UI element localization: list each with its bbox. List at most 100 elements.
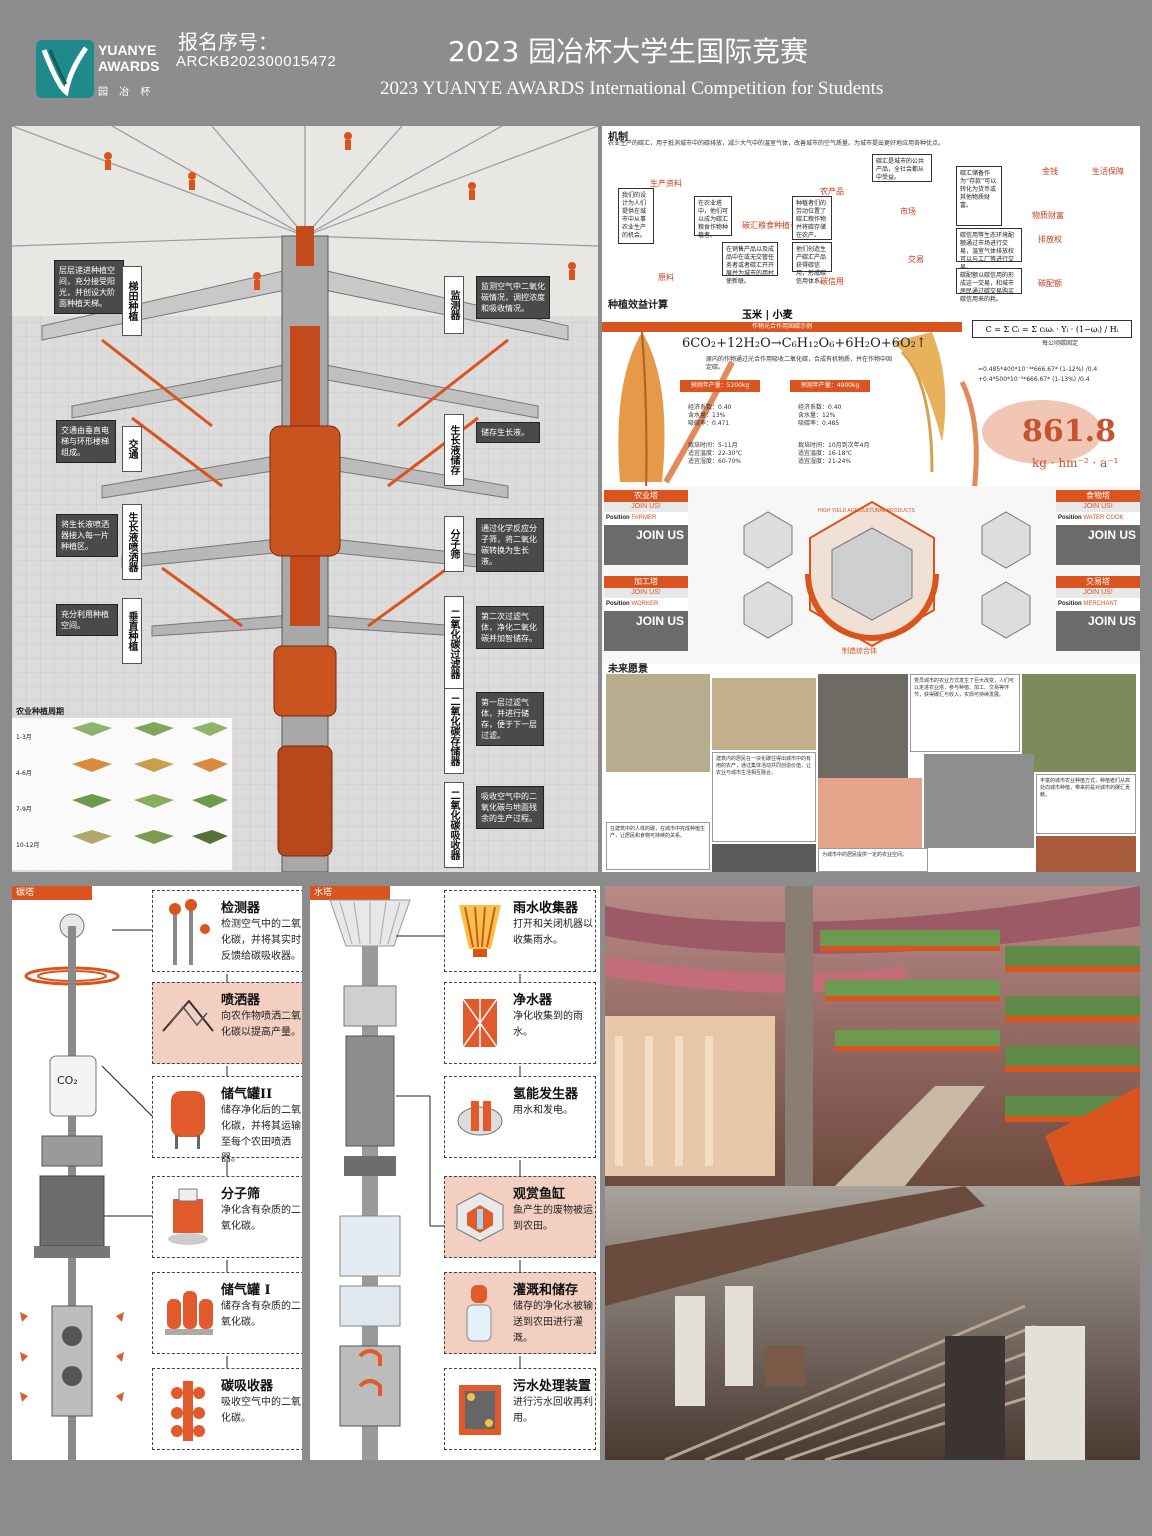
header-bar — [0, 0, 1152, 122]
mechanism-intro: 农业生产的碳汇，用于抵消城市中的碳排放，减少大气中的温室气体，改善城市的空气质量… — [608, 140, 945, 147]
component-absorber[interactable]: 碳吸收器 吸收空气中的二氧化碳。 — [152, 1368, 302, 1450]
co2-tank-label: CO₂ — [57, 1074, 78, 1087]
monitor-desc: 监测空气中二氧化碳情况，调控浓度和吸收情况。 — [476, 276, 550, 319]
season-grid: 1-3月 4-6月 7-9月 10-12月 — [12, 718, 232, 870]
flow-box-5: 碳汇储备作为“存款”可以转化为货币或其他物质财富。 — [956, 166, 1002, 226]
logo-cn: 园 冶 杯 — [98, 87, 155, 98]
yuanye-logo-icon — [36, 40, 94, 98]
flow-box-9: 碳配额以碳信用的形成这一交易，和城市居民通过碳交易购买碳信用来的耗。 — [956, 268, 1022, 303]
logo-text: YUANYE AWARDS — [98, 42, 160, 74]
future-title: 未来愿景 — [608, 664, 648, 675]
vertical-label: 垂直种植 — [122, 598, 142, 664]
flow-box-7: 他们创造生产碳汇产品获得碳信用，形成碳信用体系。 — [792, 242, 832, 285]
terrace-label: 梯田种植 — [122, 266, 142, 336]
flow-box-3: 种植者们的劳动位置了碳汇粮作物并将碳存储在农产。 — [792, 196, 832, 240]
photo-field — [712, 678, 816, 750]
co2-storage-label: 二氧化碳存储器 — [444, 688, 464, 774]
component-tank-2[interactable]: 储气罐II 储存净化后的二氧化碳，并将其运输至每个农田喷洒器。 — [152, 1076, 302, 1164]
co2-filter-label: 二氧化碳过滤器 — [444, 596, 464, 692]
co2-absorber-desc: 吸收空气中的二氧化碳与地面残余的生产过程。 — [476, 786, 544, 829]
sieve-label: 分子筛 — [444, 516, 464, 572]
ring-label: HIGH YIELD AGRICULTURAL PRODUCTS — [818, 508, 915, 514]
carbon-tower-illustration — [20, 913, 124, 1460]
sprayer-desc: 将生长液喷洒器接入每一片种植区。 — [56, 514, 118, 557]
mechanism-panel: 机制 农业生产的碳汇，用于抵消城市中的碳排放，减少大气中的温室气体，改善城市的空… — [602, 126, 1140, 872]
corn-yield: 预测年产量：5200kg — [680, 380, 760, 392]
component-fish-tank[interactable]: 观赏鱼缸 鱼产生的废物被运到农田。 — [444, 1176, 596, 1258]
center-label: 制造综合体 — [842, 647, 877, 655]
flow-box-8: 碳信用等生态环境配额通过市场进行交易，温室气体排放权可以与工厂等进行交易。 — [956, 228, 1022, 271]
flow-box-2: 在农业塔中，他们可以成为碳汇粮食作物种植者。 — [694, 196, 732, 239]
sieve-desc: 通过化学反应分子筛，将二氧化碳转换为生长液。 — [476, 518, 544, 572]
component-rain-collector[interactable]: 雨水收集器 打开和关闭机器以收集雨水。 — [444, 890, 596, 972]
traffic-desc: 交通由垂直电梯与环形楼梯组成。 — [56, 420, 116, 463]
component-hydrogen[interactable]: 氢能发生器 用水和发电。 — [444, 1076, 596, 1158]
component-detector[interactable]: 检测器 检测空气中的二氧化碳，并将其实时反馈给碳吸收器。 — [152, 890, 302, 972]
calc-banner: 作物光合作用固碳示例 — [602, 322, 962, 332]
photo-crops — [1022, 674, 1136, 772]
photo-family — [818, 674, 908, 778]
interior-rendering — [605, 886, 1140, 1460]
photo-street — [924, 754, 1034, 848]
tower-section-panel: 层层递进种植空间，充分接受阳光，并创设大阶面种植天梯。 梯田种植 交通由垂直电梯… — [12, 126, 598, 872]
future-text-4: 在建筑中的人体的碳，在城市中完成种植生产，让居民和食物可持续的关系。 — [606, 822, 710, 870]
component-tank-1[interactable]: 储气罐 I 储存含有杂质的二氧化碳。 — [152, 1272, 302, 1354]
formula-label: 每公顷碳固定 — [1042, 340, 1079, 347]
calc-line1: =0.485*400*10⁻³*666.67* (1-12%) /0.4 — [978, 366, 1098, 373]
growth-storage-label: 生长液储存 — [444, 414, 464, 486]
crop-illustration — [618, 331, 1102, 493]
calc-note: 原内的作物通过光合作用吸收二氧化碳，合成有机物质，并在作物中固定碳。 — [706, 356, 893, 371]
photo-farmer — [606, 674, 710, 772]
roles-area: 制造综合体 HIGH YIELD AGRICULTURAL PRODUCTS — [602, 486, 1140, 664]
calc-title: 种植效益计算 — [608, 300, 668, 311]
formula-box: C = Σ Cᵢ = Σ cᵢωᵢ · Yᵢ · (1−ωᵢ) / Hᵢ — [972, 320, 1132, 338]
page-title: 2023 园冶杯大学生国际竞赛 — [448, 35, 809, 68]
future-text-1: 党员城市的农业方式发生了巨大改变，人们可以走进农业塔，参与种植、加工、交易等环节… — [910, 674, 1020, 752]
future-text-2: 建筑内的居民在一块化碳住得出城市中的有用的农产，通过集体活动共同创造价值，让农业… — [712, 752, 816, 842]
calc-line2: +0.4*500*10⁻³*666.67* (1-13%) /0.4 — [978, 376, 1090, 383]
component-sprayer[interactable]: 喷洒器 向农作物喷洒二氧化碳以提高产量。 — [152, 982, 302, 1064]
photo-harvest — [1036, 836, 1136, 872]
flow-box-1: 我们的设计为人们提供在城市中从事农业生产的机会。 — [618, 188, 654, 244]
component-irrigation[interactable]: 灌溉和储存 储存的净化水被输送到农田进行灌溉。 — [444, 1272, 596, 1354]
vertical-desc: 充分利用种植空间。 — [56, 604, 118, 636]
co2-absorber-label: 二氧化碳吸收器 — [444, 782, 464, 868]
photosynthesis-eq: 6CO₂+12H₂O→C₆H₁₂O₆+6H₂O+6O₂↑ — [682, 336, 927, 351]
mechanism-title: 机制 — [608, 132, 628, 143]
carbon-tower-panel: 碳塔 CO₂ 检测器 检测空气中的二氧化碳，并将其实时反馈给碳吸收器。 喷洒器 … — [12, 886, 302, 1460]
season-title: 农业种植周期 — [16, 707, 64, 716]
carbon-unit: kg · hm⁻² · a⁻¹ — [1032, 456, 1119, 470]
water-tower-illustration — [329, 899, 411, 1460]
carbon-result: 861.8 — [1022, 414, 1116, 449]
future-text-3: 丰富的城市农业种植方式，种植者们从高处向城市种植，带来的是对城市的碳汇贡献。 — [1036, 774, 1136, 834]
traffic-label: 交通 — [122, 426, 142, 472]
water-tower-tag: 水塔 — [310, 886, 390, 900]
flow-box-4: 碳汇是城市的公共产品，全社会都从中受益。 — [872, 154, 932, 182]
photo-greenhouse — [712, 844, 816, 872]
co2-filter-desc: 第二次过滤气体，净化二氧化碳并加智储存。 — [476, 606, 544, 649]
page-subtitle: 2023 YUANYE AWARDS International Competi… — [380, 78, 884, 99]
wheat-yield: 预测年产量：4900kg — [790, 380, 870, 392]
crop-names: 玉米 | 小麦 — [742, 310, 793, 321]
registration-number: ARCKB202300015472 — [176, 53, 337, 70]
component-sieve[interactable]: 分子筛 净化含有杂质的二氧化碳。 — [152, 1176, 302, 1258]
carbon-tower-tag: 碳塔 — [12, 886, 92, 900]
water-tower-panel: 水塔 雨水收集器 打开和关闭机器以收集雨水。 净水器 净化收集到的雨水。 氢能发… — [310, 886, 600, 1460]
sprayer-label: 生长液喷洒器 — [122, 504, 142, 580]
component-sewage[interactable]: 污水处理装置 进行污水回收再利用。 — [444, 1368, 596, 1450]
future-text-5: 为城市中的居民提供一定的农业空间。 — [818, 848, 928, 872]
growth-storage-desc: 储存生长液。 — [476, 422, 540, 443]
registration-label: 报名序号： — [178, 30, 278, 54]
terrace-desc: 层层递进种植空间，充分接受阳光，并创设大阶面种植天梯。 — [54, 260, 124, 314]
component-purifier[interactable]: 净水器 净化收集到的雨水。 — [444, 982, 596, 1064]
interior-rendering-panel — [605, 886, 1140, 1460]
co2-storage-desc: 第一层过滤气体，并进行储存，便于下一层过滤。 — [476, 692, 544, 746]
